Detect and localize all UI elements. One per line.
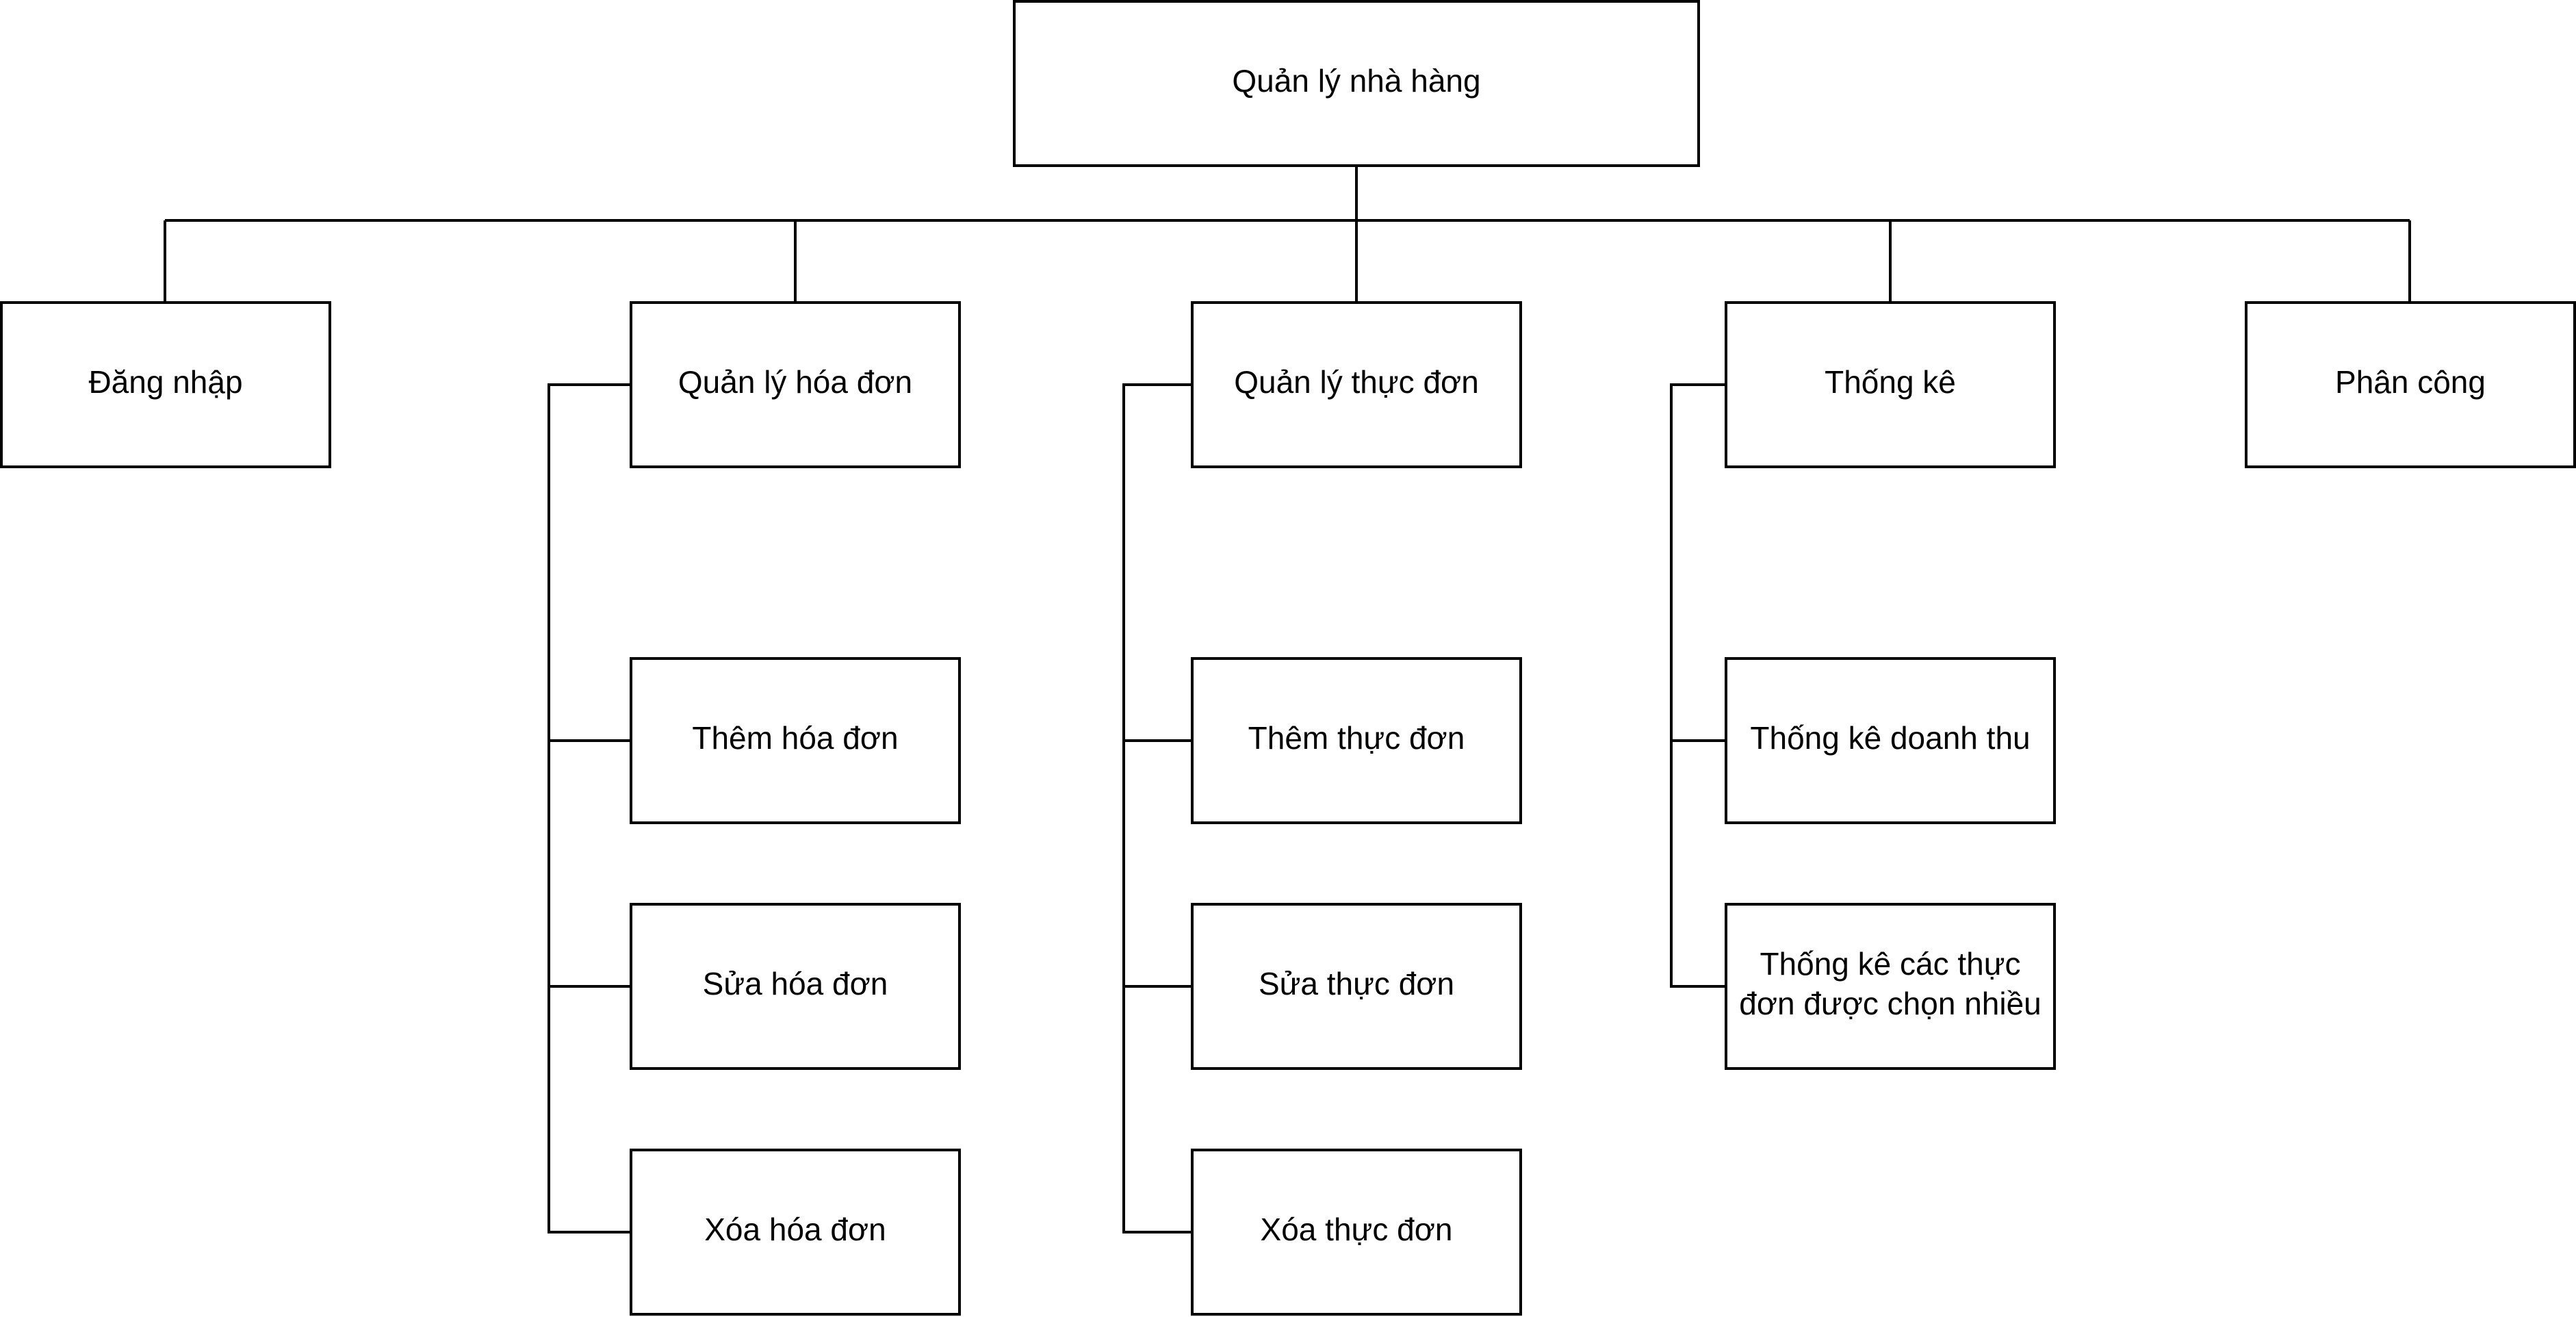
node-invoice-add-label: Thêm hóa đơn [692, 720, 898, 756]
node-menu-delete: Xóa thực đơn [1191, 1149, 1522, 1316]
connector-invoice-spine [548, 383, 631, 1233]
node-stats-label: Thống kê [1825, 364, 1956, 400]
node-stats-revenue: Thống kê doanh thu [1725, 657, 2056, 824]
connector-menu-spine [1122, 383, 1192, 1233]
node-assignment-label: Phân công [2335, 364, 2486, 400]
node-invoice-edit-label: Sửa hóa đơn [703, 966, 888, 1001]
node-stats-popular-label-line2: đơn được chọn nhiều [1739, 986, 2042, 1021]
node-menu-edit: Sửa thực đơn [1191, 903, 1522, 1070]
node-menu-delete-label: Xóa thực đơn [1261, 1212, 1453, 1247]
node-assignment: Phân công [2245, 301, 2576, 468]
node-invoice-edit: Sửa hóa đơn [630, 903, 961, 1070]
node-login: Đăng nhập [0, 301, 331, 468]
node-stats-popular-label-line1: Thống kê các thực [1760, 946, 2020, 982]
node-menu-add: Thêm thực đơn [1191, 657, 1522, 824]
connectors [164, 166, 2411, 1233]
node-menu-edit-label: Sửa thực đơn [1259, 966, 1454, 1001]
node-invoice: Quản lý hóa đơn [630, 301, 961, 468]
node-menu-label: Quản lý thực đơn [1234, 364, 1479, 400]
node-invoice-delete-label: Xóa hóa đơn [704, 1212, 886, 1247]
node-root-label: Quản lý nhà hàng [1232, 63, 1480, 99]
node-invoice-add: Thêm hóa đơn [630, 657, 961, 824]
node-stats-popular: Thống kê các thực đơn được chọn nhiều [1725, 903, 2056, 1070]
node-stats-revenue-label: Thống kê doanh thu [1750, 720, 2030, 756]
node-menu-add-label: Thêm thực đơn [1248, 720, 1465, 756]
node-login-label: Đăng nhập [88, 364, 242, 400]
node-invoice-label: Quản lý hóa đơn [678, 364, 912, 400]
node-invoice-delete: Xóa hóa đơn [630, 1149, 961, 1316]
node-menu: Quản lý thực đơn [1191, 301, 1522, 468]
node-stats: Thống kê [1725, 301, 2056, 468]
node-root: Quản lý nhà hàng [1013, 0, 1700, 167]
connector-stats-spine [1670, 383, 1726, 988]
